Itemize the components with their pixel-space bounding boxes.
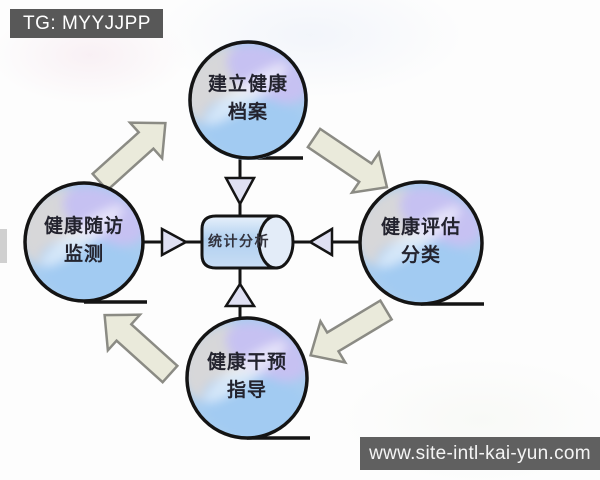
flow-arrow-right-to-bottom — [296, 288, 400, 378]
node-circle-bottom — [166, 306, 319, 451]
center-cylinder — [200, 214, 295, 270]
inward-arrowheads — [160, 176, 334, 308]
node-circle-right — [340, 171, 493, 316]
node-circle-top — [167, 28, 320, 173]
telegram-badge: TG: MYYJJPP — [10, 9, 163, 38]
flow-arrow-bottom-to-left — [87, 296, 188, 394]
website-watermark: www.site-intl-kai-yun.com — [360, 437, 600, 470]
arrowhead-right-icon — [160, 226, 189, 258]
node-circle-left — [3, 170, 156, 315]
left-edge-scan-artifact — [0, 229, 7, 263]
cylinder-body — [200, 214, 278, 270]
arrowhead-down-icon — [223, 176, 257, 207]
arrowhead-up-icon — [223, 281, 257, 308]
cylinder-end-cap — [257, 214, 295, 270]
node-circles — [3, 28, 493, 451]
arrowhead-left-icon — [307, 226, 334, 258]
